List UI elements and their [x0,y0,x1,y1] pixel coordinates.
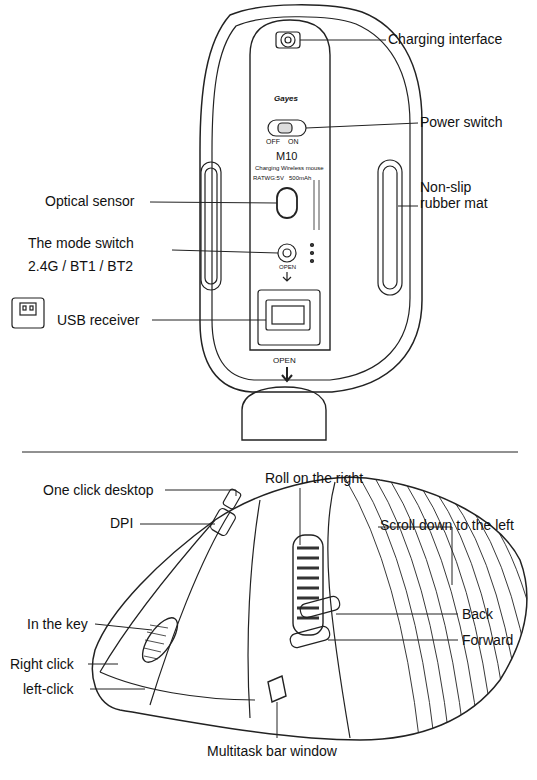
scroll-wheel-ribs [144,625,168,659]
indicator-led [311,244,314,247]
button-split [100,520,215,672]
dpi-button [209,507,237,537]
receiver-in-slot [266,300,310,330]
mouse-outline [200,5,422,392]
battery-panel [250,20,330,350]
port-frame [276,32,300,48]
back-button [299,595,341,619]
fcc-marks [314,180,319,230]
part-name: left-click [23,681,74,697]
part-name: USB receiver [57,312,139,328]
charging-port [285,37,291,43]
switch-state: OFF [266,138,280,146]
indicator-led [311,252,314,255]
part-name: The mode switch [28,235,134,251]
part-name: Forward [462,632,513,648]
mouse-body [92,477,527,740]
thumb-rest-edge [328,482,350,738]
button-shell [248,500,260,718]
part-name: Multitask bar window [207,743,337,759]
mouse-inner-edge [212,17,410,380]
mode-switch [278,244,296,262]
usb-receiver-icon [30,306,33,310]
mode-options: 2.4G / BT1 / BT2 [28,258,133,274]
part-name: In the key [27,616,88,632]
desktop-button [222,488,241,510]
usb-receiver-icon [12,298,44,328]
part-name: Power switch [420,114,502,130]
mode-switch [283,249,291,257]
optical-sensor [277,188,297,218]
usb-receiver-icon [23,306,26,310]
battery-cap [242,387,326,440]
power-switch [268,120,306,136]
multitask-button [268,676,286,702]
open-arrow-small [283,272,291,281]
switch-state: ON [288,138,299,146]
usb-receiver-icon [20,303,36,315]
part-name: Non-slip rubber mat [420,179,505,211]
rubber-mat [378,160,402,295]
model-number: M10 [276,150,297,163]
part-name: DPI [110,515,133,531]
part-name: Roll on the right [265,470,363,486]
divider [22,452,518,453]
open-arrow [282,367,292,381]
button-shell [150,512,230,705]
rating-text: RATWG:5V [253,175,284,182]
forward-button [289,625,331,649]
side-wheel [293,535,323,635]
power-switch-knob [278,123,292,133]
open-mark: OPEN [273,356,296,365]
rubber-mat [205,168,217,284]
part-name: Right click [10,656,74,672]
leader-lines [150,40,418,320]
rubber-mat [201,162,221,290]
scroll-wheel [136,612,184,667]
open-mark: OPEN [279,264,296,271]
part-name: Optical sensor [45,193,134,209]
part-name: Back [462,606,493,622]
rubber-mat [383,166,397,289]
receiver-slot [258,290,320,345]
product-text: Charging Wireless mouse [255,165,324,172]
part-name: Charging interface [388,31,502,47]
part-name: One click desktop [43,482,154,498]
grip-texture [345,478,537,745]
brand-mark: Gayes [274,94,298,103]
charging-port [281,33,295,47]
receiver-in-slot [272,306,304,324]
indicator-led [311,260,314,263]
rating-text: 500mAh [289,175,311,182]
button-front [100,672,255,700]
part-name: Scroll down to the left [380,517,514,533]
